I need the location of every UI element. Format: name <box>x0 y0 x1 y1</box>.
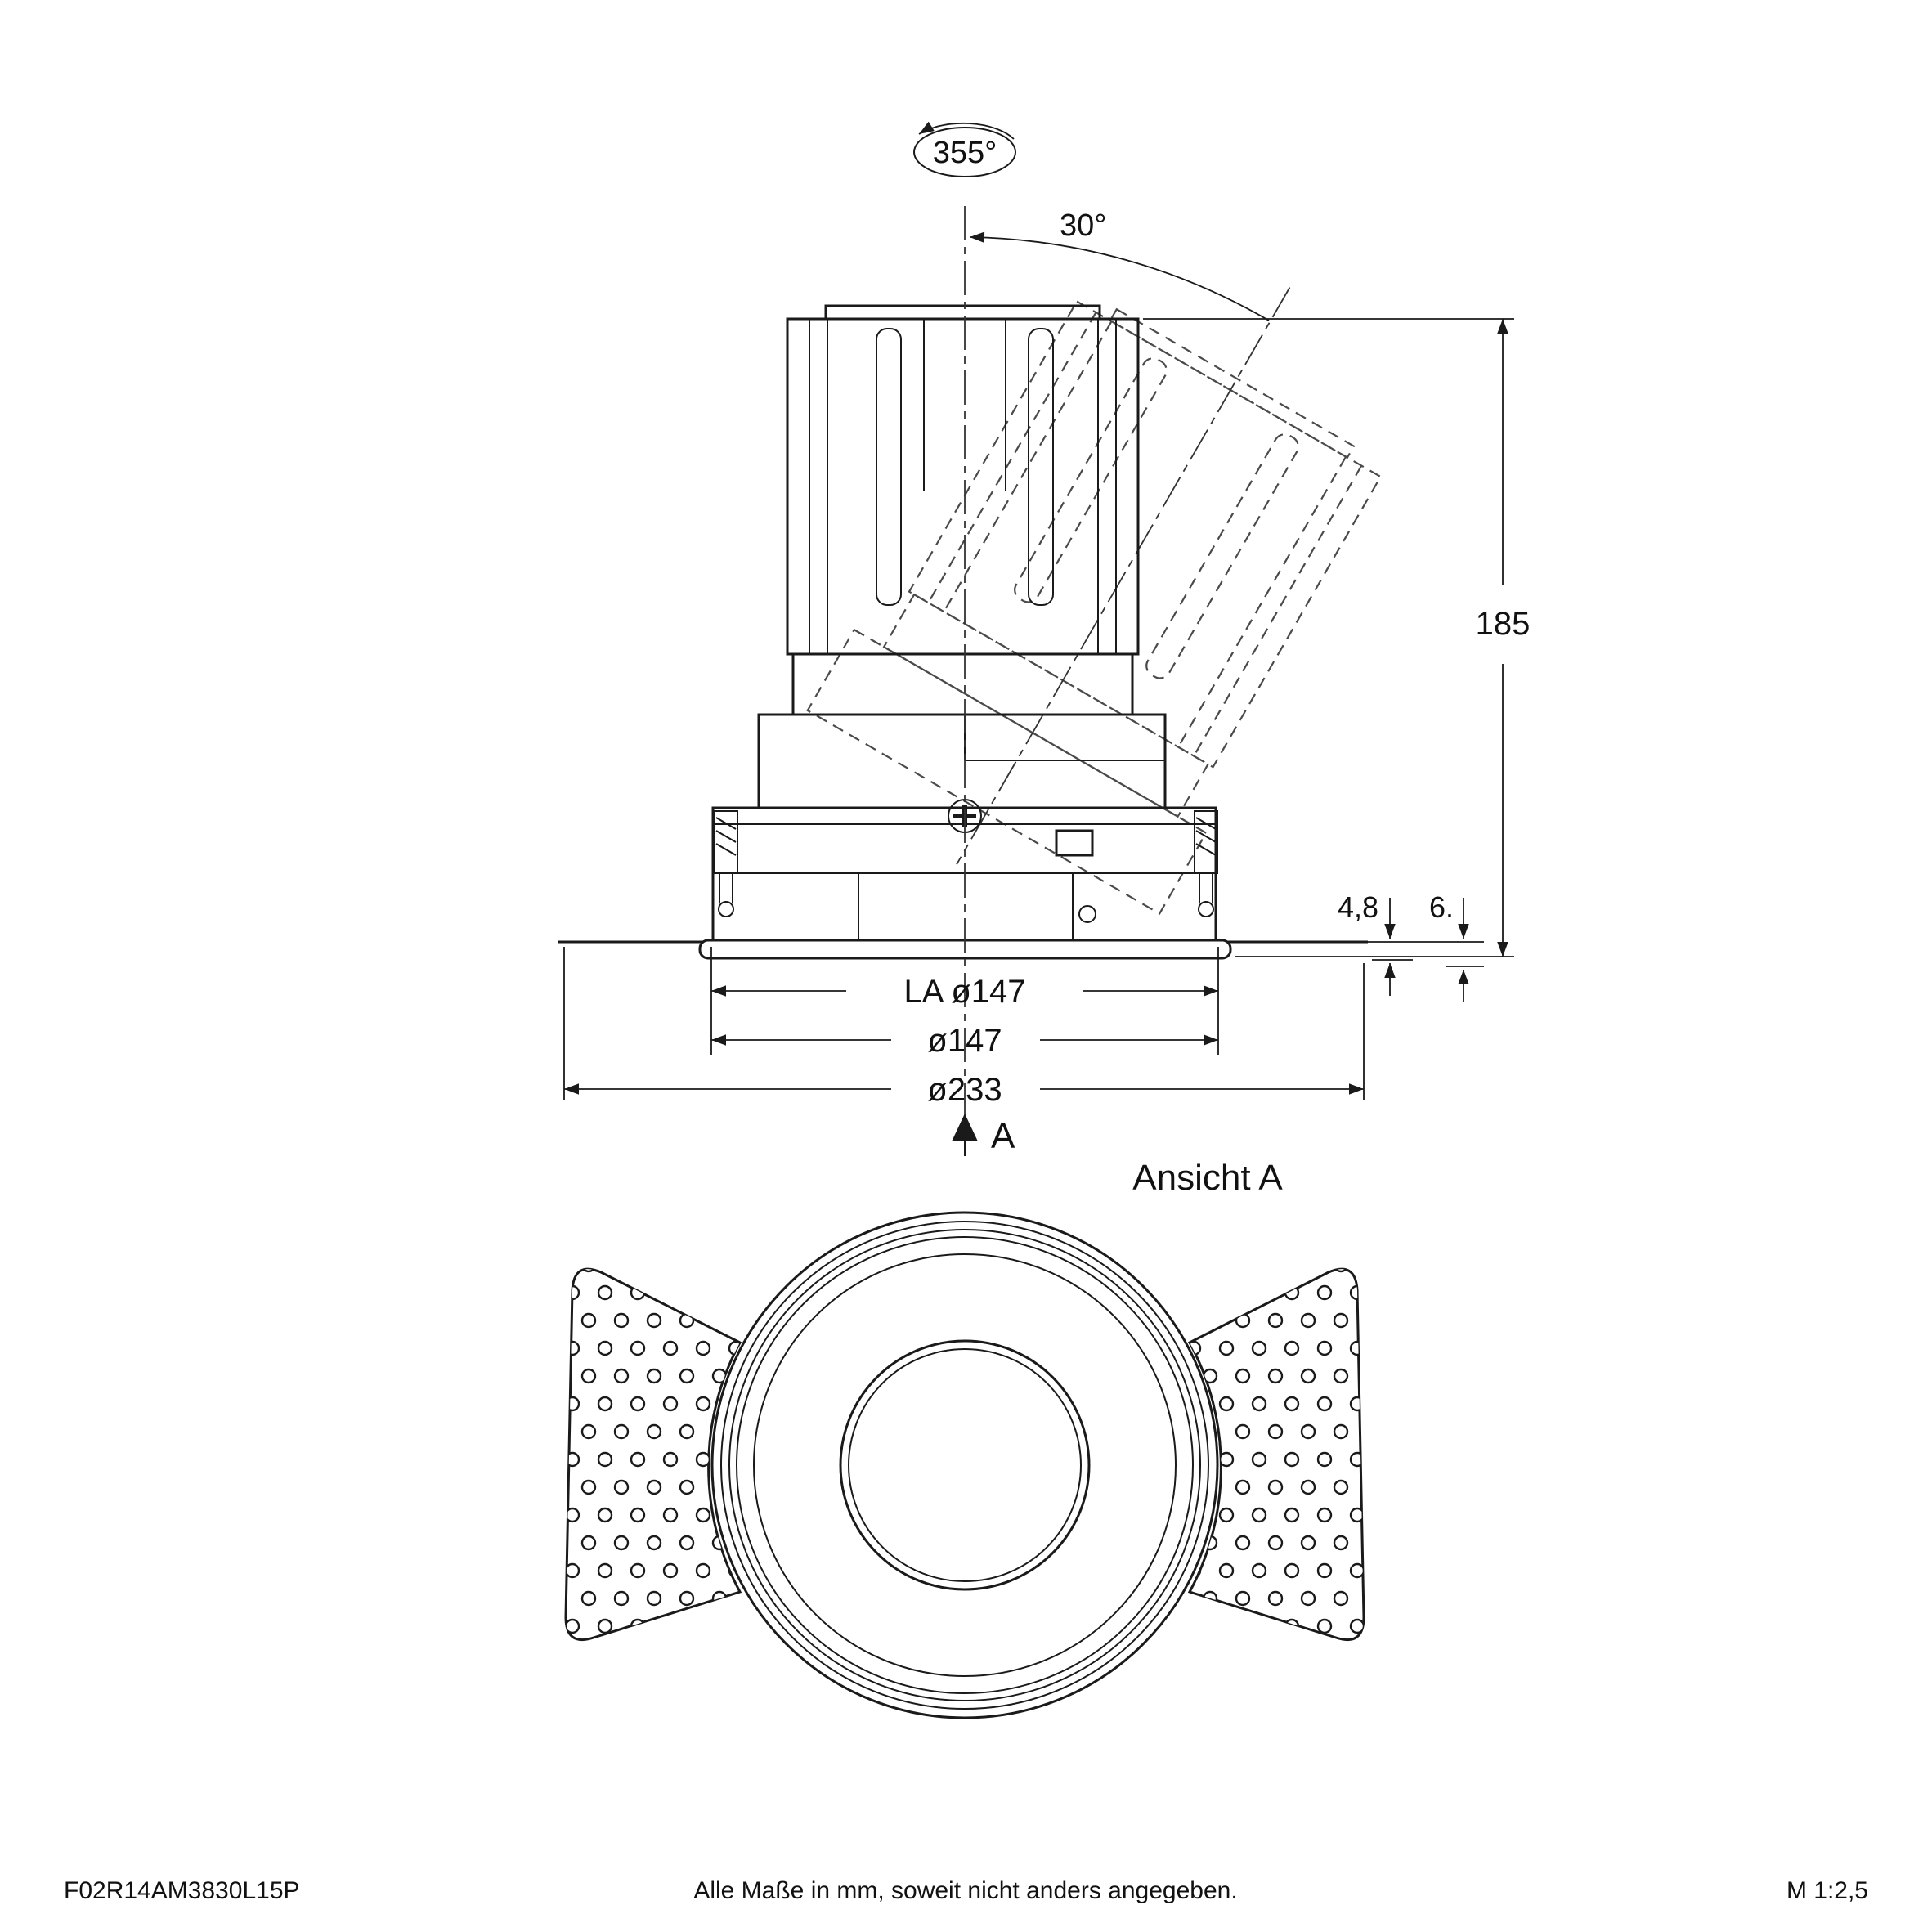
dimension-height: 185 <box>1143 318 1531 957</box>
right-spring-wing <box>1187 1267 1365 1642</box>
dimension-cutout: LA ø147 <box>711 974 1218 1010</box>
tilt-indicator: 30° <box>969 208 1270 321</box>
right-spring-clip <box>1194 810 1218 917</box>
dimension-recess: 6. <box>1429 890 1484 1002</box>
tilt-arc <box>969 231 1270 321</box>
trim-diameter-label: ø147 <box>927 1023 1002 1059</box>
side-view-fixture <box>558 304 1484 960</box>
locking-tab <box>1055 829 1094 857</box>
height-label: 185 <box>1476 606 1531 642</box>
footer: F02R14AM3830L15P Alle Maße in mm, soweit… <box>64 1877 1868 1904</box>
left-spring-clip <box>714 810 738 917</box>
rotation-arrow-icon <box>918 121 1015 140</box>
view-title: Ansicht A <box>1132 1158 1283 1198</box>
lens <box>839 1339 1091 1591</box>
flange-height-label: 4,8 <box>1338 890 1378 924</box>
cutout-diameter-label: LA ø147 <box>903 974 1025 1010</box>
section-arrow-label: A <box>991 1116 1015 1156</box>
left-spring-wing <box>564 1267 742 1642</box>
dimension-flange: 4,8 <box>1338 890 1413 996</box>
footer-note: Alle Maße in mm, soweit nicht anders ang… <box>693 1877 1237 1904</box>
right-wing-perforation <box>1190 1269 1364 1640</box>
heatsink <box>786 304 1140 656</box>
tilted-fixture-ghost <box>806 287 1383 915</box>
tilted-center-axis <box>956 287 1291 865</box>
recess-depth-label: 6. <box>1429 890 1454 924</box>
gear-box <box>757 713 1167 809</box>
view-direction-marker: A <box>952 1114 1015 1156</box>
scale-label: M 1:2,5 <box>1786 1877 1868 1904</box>
trim-rings <box>710 1211 1219 1719</box>
front-view: Ansicht A <box>564 1158 1365 1719</box>
dimension-trim: ø147 <box>711 1023 1218 1059</box>
ring-hole <box>1078 905 1096 923</box>
article-number: F02R14AM3830L15P <box>64 1877 300 1904</box>
tilt-angle-label: 30° <box>1060 208 1106 243</box>
rotation-range-label: 355° <box>933 136 997 170</box>
view-arrow-icon <box>952 1114 978 1141</box>
overall-diameter-label: ø233 <box>927 1072 1002 1108</box>
rotation-indicator: 355° <box>913 121 1016 177</box>
lamp-body <box>791 652 1134 716</box>
dimension-overall: ø233 <box>564 1072 1364 1108</box>
dimensions: 185 4,8 6. LA ø147 <box>563 318 1531 1156</box>
left-wing-perforation <box>566 1269 740 1640</box>
